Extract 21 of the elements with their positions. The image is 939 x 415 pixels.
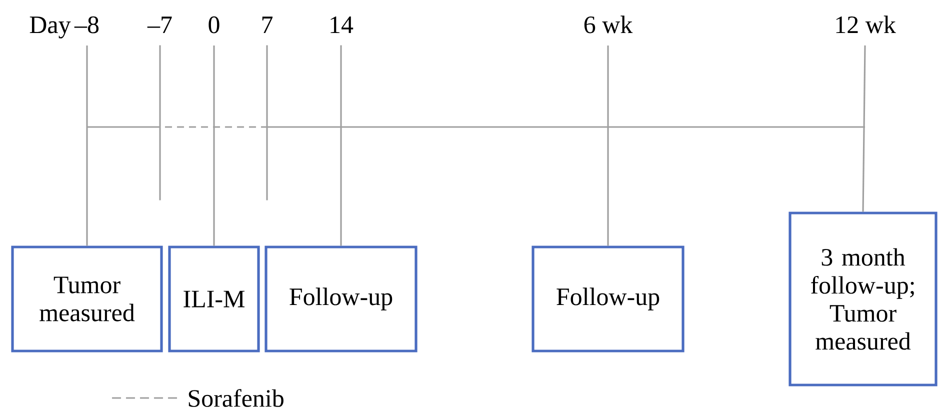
tick-label: –7 (147, 16, 172, 33)
tick-line (86, 45, 88, 246)
axis-label: Day (30, 16, 71, 38)
tick-label: –8 (74, 16, 99, 34)
tick-label: 12 wk (836, 16, 896, 34)
tick-line (213, 45, 215, 246)
tick-line (607, 45, 609, 246)
tick-line (159, 45, 161, 200)
tick-label: 14 (330, 16, 354, 33)
tick-label: 7 (262, 16, 273, 33)
tick-line (266, 45, 268, 200)
event-box: ILI-M (168, 246, 260, 352)
event-box: Follow-up (264, 246, 418, 352)
tick-label: 0 (208, 16, 220, 34)
event-box: Tumor measured (11, 246, 163, 352)
legend-text: Sorafenib (188, 389, 284, 407)
event-box: 3 month follow-up; Tumor measured (788, 212, 938, 386)
tick-line (340, 45, 342, 246)
event-box: Follow-up (532, 246, 684, 352)
tick-line (862, 45, 866, 212)
tick-label: 6 wk (584, 16, 633, 34)
